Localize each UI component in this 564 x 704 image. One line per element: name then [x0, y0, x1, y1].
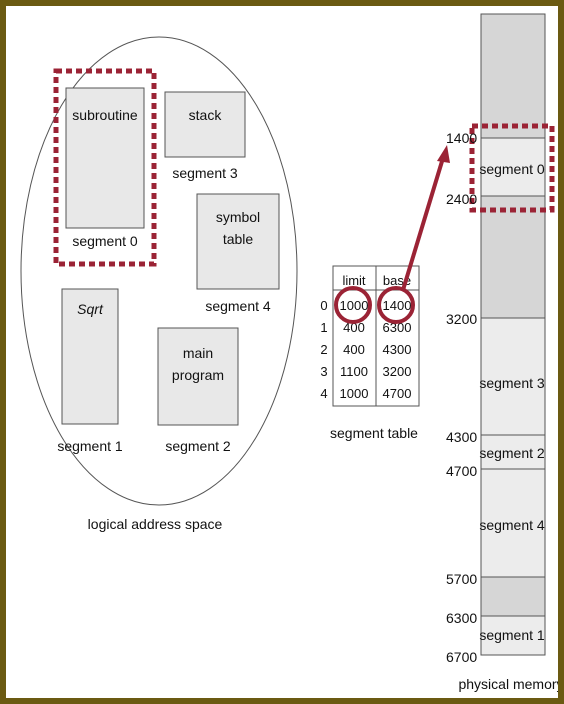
base-highlight-circle — [377, 286, 415, 324]
mapping-arrow-line — [401, 157, 445, 291]
diagram-canvas: subroutine segment 0 stack segment 3 sym… — [6, 6, 558, 698]
physical-segment-0-highlight — [469, 123, 555, 213]
stack-segment-label: segment 3 — [172, 165, 238, 181]
segment-table-caption: segment table — [330, 425, 418, 441]
sqrt-segment-label: segment 1 — [57, 438, 123, 454]
segment-table-row-4-base: 4700 — [383, 386, 412, 401]
address-4700: 4700 — [446, 463, 477, 479]
segment-table-row-0-base: 1400 — [383, 298, 412, 313]
subroutine-box — [65, 87, 145, 229]
stack-name: stack — [189, 107, 223, 123]
segment-table-header-limit: limit — [342, 273, 365, 288]
physical-memory-caption: physical memory — [458, 676, 558, 692]
physical-segment-0-label: segment 0 — [479, 161, 545, 177]
symbol-table-segment-label: segment 4 — [205, 298, 271, 314]
address-3200: 3200 — [446, 311, 477, 327]
main-program-segment-label: segment 2 — [165, 438, 231, 454]
subroutine-name: subroutine — [72, 107, 138, 123]
segment-table-row-4-index: 4 — [320, 386, 327, 401]
segment-table-row-3-index: 3 — [320, 364, 327, 379]
segment-table-row-1-base: 6300 — [383, 320, 412, 335]
physical-segment-2 — [480, 434, 546, 470]
segment-table-row-1-limit: 400 — [343, 320, 365, 335]
physical-segment-3 — [480, 317, 546, 436]
limit-highlight-circle — [334, 286, 372, 324]
main-program-box — [157, 327, 239, 426]
segment-table-row-2-base: 4300 — [383, 342, 412, 357]
segment-table-row-3-limit: 1100 — [340, 364, 368, 379]
physical-segment-0 — [480, 137, 546, 197]
address-2400: 2400 — [446, 191, 477, 207]
address-4300: 4300 — [446, 429, 477, 445]
segment-table-row-1-index: 1 — [320, 320, 327, 335]
physical-segment-3-label: segment 3 — [479, 375, 545, 391]
physical-segment-2-label: segment 2 — [479, 445, 545, 461]
segment-table-row-4-limit: 1000 — [340, 386, 369, 401]
mapping-arrow-head — [437, 145, 450, 163]
stack-box — [164, 91, 246, 158]
sqrt-box — [61, 288, 119, 425]
segment-0-highlight — [53, 68, 157, 267]
main-program-name-line1: main — [183, 345, 213, 361]
segment-table-row-0-index: 0 — [320, 298, 327, 313]
address-5700: 5700 — [446, 571, 477, 587]
physical-segment-1 — [480, 615, 546, 656]
symbol-table-box — [196, 193, 280, 290]
address-6700: 6700 — [446, 649, 477, 665]
segment-table-row-2-index: 2 — [320, 342, 327, 357]
symbol-table-name-line2: table — [223, 231, 254, 247]
main-program-name-line2: program — [172, 367, 224, 383]
physical-segment-1-label: segment 1 — [479, 627, 545, 643]
physical-segment-4-label: segment 4 — [479, 517, 545, 533]
address-1400: 1400 — [446, 130, 477, 146]
subroutine-segment-label: segment 0 — [72, 233, 138, 249]
address-6300: 6300 — [446, 610, 477, 626]
sqrt-name: Sqrt — [77, 301, 104, 317]
symbol-table-name-line1: symbol — [216, 209, 260, 225]
physical-segment-4 — [480, 468, 546, 578]
logical-address-space-caption: logical address space — [88, 516, 223, 532]
segment-table-row-3-base: 3200 — [383, 364, 412, 379]
segmentation-diagram: subroutine segment 0 stack segment 3 sym… — [20, 13, 558, 692]
segment-table-row-2-limit: 400 — [343, 342, 365, 357]
segment-table-row-0-limit: 1000 — [340, 298, 369, 313]
